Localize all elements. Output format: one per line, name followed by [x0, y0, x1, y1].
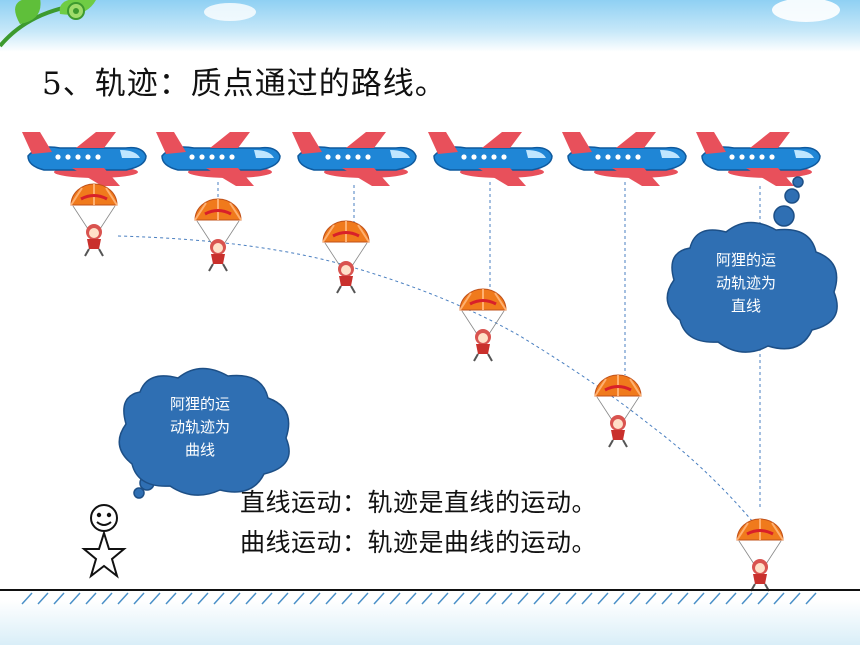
cloud-left-line: 阿狸的运 — [169, 395, 230, 413]
parachute-icon — [69, 182, 119, 258]
parachute-icon — [593, 373, 643, 449]
cloud-left-text: 阿狸的运 动轨迹为 曲线 — [140, 393, 260, 462]
parachute-icon — [321, 219, 371, 295]
stick-figure-icon — [81, 504, 127, 579]
ground — [0, 589, 860, 605]
definition-curve-motion: 曲线运动：轨迹是曲线的运动。 — [240, 528, 598, 557]
parachute-icon — [193, 197, 243, 273]
cloud-right-line: 阿狸的运 — [715, 251, 776, 269]
airplane-icon — [427, 131, 553, 187]
airplane-icon — [561, 131, 687, 187]
cloud-right-line: 动轨迹为 — [715, 274, 776, 292]
sky-band — [0, 0, 860, 52]
definition-straight-motion: 直线运动：轨迹是直线的运动。 — [240, 488, 598, 517]
cloud-left-line: 动轨迹为 — [169, 418, 230, 436]
cloud-right-text: 阿狸的运 动轨迹为 直线 — [688, 249, 804, 318]
leaf-decoration-icon — [0, 0, 96, 48]
cloud-left-line: 曲线 — [184, 441, 215, 459]
parachute-icon — [458, 287, 508, 363]
thought-cloud-left — [118, 367, 290, 499]
cloud-right-line: 直线 — [730, 297, 761, 315]
airplane-icon — [155, 131, 281, 187]
airplane-icon — [21, 131, 147, 187]
bottom-band — [0, 600, 860, 645]
sky-cloud-icon — [204, 0, 840, 22]
parachute-icon — [735, 517, 785, 593]
slide-title: 5、轨迹：质点通过的路线。 — [42, 66, 447, 102]
thought-cloud-right — [666, 176, 838, 353]
curved-trajectory-line — [117, 235, 759, 529]
airplane-icon — [291, 131, 417, 187]
